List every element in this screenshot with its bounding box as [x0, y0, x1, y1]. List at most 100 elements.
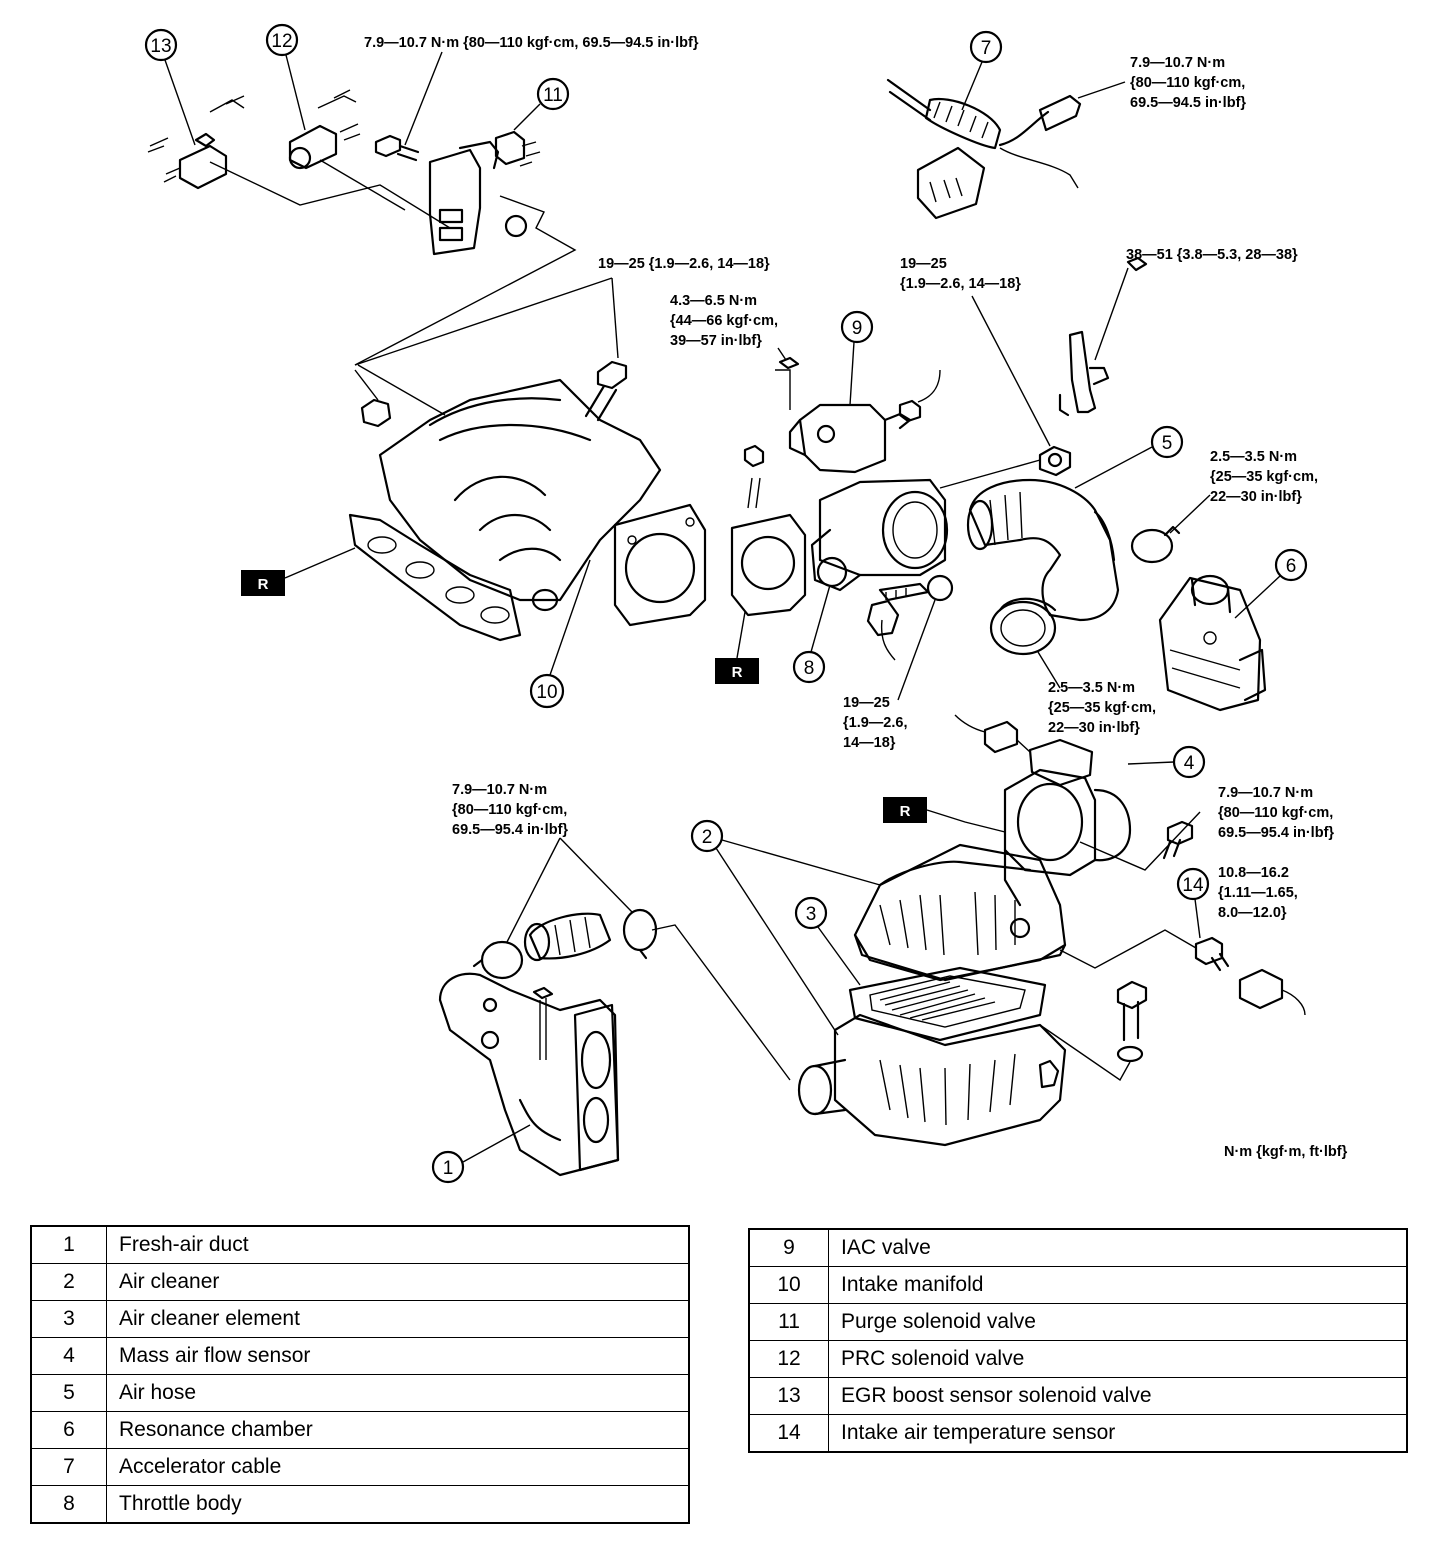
legend-part-number: 14	[748, 1414, 829, 1453]
torque-spec-bracket-bolt: 7.9—10.7 N·m {80—110 kgf·cm, 69.5—94.5 i…	[364, 35, 699, 51]
air-cleaner	[797, 843, 1148, 1147]
torque-spec-manifold: 19—25 {1.9—2.6, 14—18}	[598, 256, 770, 272]
torque-spec-tb-bolt-line3: 14—18}	[843, 735, 896, 751]
torque-spec-duct-line3: 69.5—95.4 in·lbf}	[452, 822, 568, 838]
torque-spec-maf-line3: 69.5—95.4 in·lbf}	[1218, 825, 1334, 841]
svg-text:13: 13	[150, 36, 171, 57]
torque-spec-bracket: 38—51 {3.8—5.3, 28—38}	[1126, 247, 1298, 263]
legend-part-name: Intake air temperature sensor	[828, 1414, 1408, 1453]
legend-part-number: 7	[30, 1448, 107, 1486]
torque-spec-iac-line3: 39—57 in·lbf}	[670, 333, 762, 349]
callout-6: 6	[1274, 548, 1308, 582]
torque-spec-clamp-left-line3: 22—30 in·lbf}	[1048, 720, 1140, 736]
intake-air-temperature-sensor	[1059, 929, 1306, 1016]
legend-part-number: 5	[30, 1374, 107, 1412]
svg-text:10: 10	[536, 682, 557, 703]
callout-5: 5	[1150, 425, 1184, 459]
legend-part-name: Mass air flow sensor	[106, 1337, 690, 1375]
legend-part-name: Fresh-air duct	[106, 1225, 690, 1264]
solenoid-valve-assembly	[147, 89, 577, 366]
legend-part-name: Intake manifold	[828, 1266, 1408, 1304]
replace-badge-gasket-maf: R	[883, 797, 927, 823]
accelerator-cable	[886, 78, 1082, 220]
callout-9: 9	[840, 310, 874, 344]
legend-part-number: 9	[748, 1228, 829, 1267]
callout-13: 13	[144, 28, 178, 62]
legend-part-name: Purge solenoid valve	[828, 1303, 1408, 1341]
torque-spec-iat-line1: 10.8—16.2	[1218, 865, 1289, 881]
svg-text:9: 9	[852, 318, 863, 339]
mounting-bracket	[1058, 256, 1148, 417]
torque-spec-clamp-right-line3: 22—30 in·lbf}	[1210, 489, 1302, 505]
legend-part-number: 6	[30, 1411, 107, 1449]
svg-text:14: 14	[1182, 875, 1204, 896]
svg-text:5: 5	[1162, 433, 1173, 454]
exploded-parts-diagram: 7.9—10.7 N·m {80—110 kgf·cm, 69.5—94.5 i…	[144, 23, 1348, 1184]
callout-10: 10	[529, 673, 565, 709]
svg-text:7: 7	[981, 38, 992, 59]
torque-spec-cable-line2: {80—110 kgf·cm,	[1130, 75, 1245, 91]
legend-part-number: 1	[30, 1225, 107, 1264]
callout-2: 2	[690, 819, 724, 853]
fresh-air-duct	[438, 908, 791, 1177]
torque-spec-duct-line1: 7.9—10.7 N·m	[452, 782, 547, 798]
callout-8: 8	[792, 650, 826, 684]
callout-3: 3	[794, 896, 828, 930]
callout-12: 12	[265, 23, 299, 57]
legend-part-name: Resonance chamber	[106, 1411, 690, 1449]
torque-spec-cable-line3: 69.5—94.5 in·lbf}	[1130, 95, 1246, 111]
svg-text:R: R	[900, 803, 911, 820]
svg-text:11: 11	[543, 85, 563, 106]
legend-part-number: 13	[748, 1377, 829, 1415]
torque-spec-tb-bolt-line1: 19—25	[843, 695, 890, 711]
callout-7: 7	[969, 30, 1003, 64]
svg-text:R: R	[258, 576, 269, 593]
legend-part-number: 2	[30, 1263, 107, 1301]
replace-badge-gasket-throttle: R	[715, 658, 759, 684]
svg-text:2: 2	[702, 827, 713, 848]
legend-part-number: 11	[748, 1303, 829, 1341]
legend-part-name: Air cleaner	[106, 1263, 690, 1301]
torque-spec-maf-line2: {80—110 kgf·cm,	[1218, 805, 1333, 821]
throttle-body	[730, 445, 1072, 661]
svg-text:R: R	[732, 664, 743, 681]
torque-spec-throttle-line2: {1.9—2.6, 14—18}	[900, 276, 1021, 292]
torque-spec-iat-line2: {1.11—1.65,	[1218, 885, 1298, 901]
legend-part-number: 12	[748, 1340, 829, 1378]
torque-spec-maf-line1: 7.9—10.7 N·m	[1218, 785, 1313, 801]
svg-text:8: 8	[804, 658, 815, 679]
legend-part-number: 3	[30, 1300, 107, 1338]
legend-part-name: Throttle body	[106, 1485, 690, 1524]
torque-spec-duct-line2: {80—110 kgf·cm,	[452, 802, 567, 818]
legend-part-number: 10	[748, 1266, 829, 1304]
legend-part-name: Air hose	[106, 1374, 690, 1412]
torque-spec-throttle-line1: 19—25	[900, 256, 947, 272]
mass-air-flow-sensor	[954, 714, 1201, 877]
callout-14: 14	[1176, 867, 1210, 901]
torque-spec-cable-line1: 7.9—10.7 N·m	[1130, 55, 1225, 71]
replace-badge-gasket-manifold: R	[241, 570, 285, 596]
torque-spec-clamp-left-line2: {25—35 kgf·cm,	[1048, 700, 1156, 716]
legend-part-name: Air cleaner element	[106, 1300, 690, 1338]
legend-part-name: IAC valve	[828, 1228, 1408, 1267]
iac-valve	[743, 356, 941, 509]
legend-part-number: 8	[30, 1485, 107, 1524]
svg-text:3: 3	[806, 904, 817, 925]
intake-manifold	[348, 277, 707, 642]
callout-1: 1	[431, 1150, 465, 1184]
svg-text:12: 12	[271, 31, 292, 52]
